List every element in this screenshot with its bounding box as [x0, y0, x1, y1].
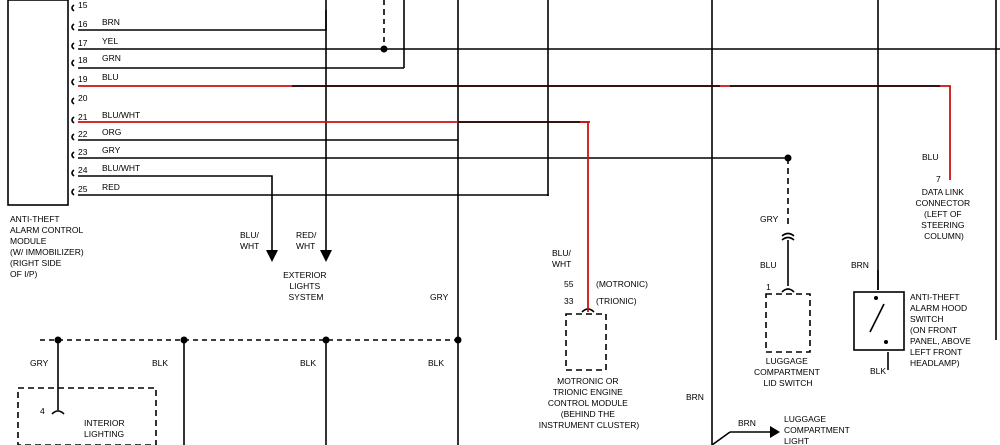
- module-connector-pins: [71, 4, 75, 196]
- wire-brn-right-label: BRN: [738, 418, 756, 428]
- wire-blk3-label: BLK: [428, 358, 444, 368]
- hood-switch-terminal: [874, 296, 878, 300]
- pin-number: 17: [78, 38, 88, 48]
- lid-switch-label: LUGGAGE COMPARTMENT LID SWITCH: [754, 356, 822, 388]
- luggage-light-label: LUGGAGE COMPARTMENT LIGHT: [784, 414, 852, 445]
- pin-wire-color: YEL: [102, 36, 118, 46]
- wire-pin21-ecm-highlight: [580, 121, 589, 312]
- interior-lighting-connector: [51, 410, 65, 415]
- pin-wire-color: ORG: [102, 127, 121, 137]
- ecm-pin2-note: (TRIONIC): [596, 296, 637, 306]
- wire-pin25: [78, 194, 549, 196]
- wire-gry-label: GRY: [430, 292, 449, 302]
- ecm-label: MOTRONIC OR TRIONIC ENGINE CONTROL MODUL…: [539, 376, 640, 430]
- pin-number: 20: [78, 93, 88, 103]
- pin-wire-color: BRN: [102, 17, 120, 27]
- pin-wire-color: BLU: [102, 72, 119, 82]
- interior-pin: 4: [40, 406, 45, 416]
- splice-dot: [180, 336, 188, 344]
- pin-wire-color: BLU/WHT: [102, 163, 140, 173]
- luggage-lid-switch-box: [765, 293, 811, 353]
- dlc-label: DATA LINK CONNECTOR (LEFT OF STEERING CO…: [916, 187, 973, 241]
- pin-wire-color: GRN: [102, 53, 121, 63]
- splice-dot: [454, 336, 462, 344]
- pin-number: 25: [78, 184, 88, 194]
- wire-brn-luggage-light-drop: [711, 431, 731, 445]
- wire-blk1-label: BLK: [152, 358, 168, 368]
- pin-number: 21: [78, 112, 88, 122]
- lid-switch-connector: [781, 288, 795, 293]
- pin-number: 23: [78, 147, 88, 157]
- anti-theft-module-box: [7, 0, 69, 206]
- module-label: ANTI-THEFT ALARM CONTROL MODULE (W/ IMMO…: [10, 214, 86, 279]
- ecm-wire-label: BLU/ WHT: [552, 248, 573, 269]
- ecm-pin1: 55: [564, 279, 574, 289]
- exterior-lights-label: EXTERIOR LIGHTS SYSTEM: [283, 270, 329, 302]
- lid-switch-wire-top-label: GRY: [760, 214, 779, 224]
- splice-dot: [380, 45, 388, 53]
- pin-wire-color: GRY: [102, 145, 121, 155]
- hood-switch-label: ANTI-THEFT ALARM HOOD SWITCH (ON FRONT P…: [910, 292, 973, 368]
- lid-switch-wire-bottom-label: BLU: [760, 260, 777, 270]
- lid-switch-connector-top: [781, 232, 795, 241]
- pin-wire-color: BLU/WHT: [102, 110, 140, 120]
- dlc-wire-label: BLU: [922, 152, 939, 162]
- exterior-wire1-label: BLU/ WHT: [240, 230, 261, 251]
- hood-switch-box: [853, 291, 905, 351]
- hood-switch-terminal: [884, 340, 888, 344]
- wire-pin19-dlc-highlight: [292, 85, 951, 180]
- splice-dot: [54, 336, 62, 344]
- dlc-pin: 7: [936, 174, 941, 184]
- hood-switch-wire-bottom-label: BLK: [870, 366, 886, 376]
- ecm-box: [565, 313, 607, 371]
- pin-number: 24: [78, 165, 88, 175]
- ecm-pin1-note: (MOTRONIC): [596, 279, 648, 289]
- pin-number: 22: [78, 129, 88, 139]
- lid-switch-pin: 1: [766, 282, 771, 292]
- pin-number: 18: [78, 55, 88, 65]
- splice-dot: [322, 336, 330, 344]
- arrow-down-icon: [320, 250, 332, 262]
- hood-switch-wire-top-label: BRN: [851, 260, 869, 270]
- splice-dot: [784, 154, 792, 162]
- ecm-pin2: 33: [564, 296, 574, 306]
- interior-lighting-label: INTERIOR LIGHTING: [84, 418, 127, 439]
- pin-number: 16: [78, 19, 88, 29]
- wire-pin24: [78, 175, 273, 250]
- pin-number: 19: [78, 74, 88, 84]
- interior-lighting-box: [17, 387, 157, 445]
- pin-number: 15: [78, 0, 88, 10]
- exterior-wire2-label: RED/ WHT: [296, 230, 319, 251]
- pin-wire-color: RED: [102, 182, 120, 192]
- wire-blk2-label: BLK: [300, 358, 316, 368]
- hood-switch-contact: [869, 303, 885, 333]
- arrow-down-icon: [266, 250, 278, 262]
- wire-brn-left-label: BRN: [686, 392, 704, 402]
- arrow-right-icon: [770, 426, 780, 438]
- wire-gry-left-label: GRY: [30, 358, 49, 368]
